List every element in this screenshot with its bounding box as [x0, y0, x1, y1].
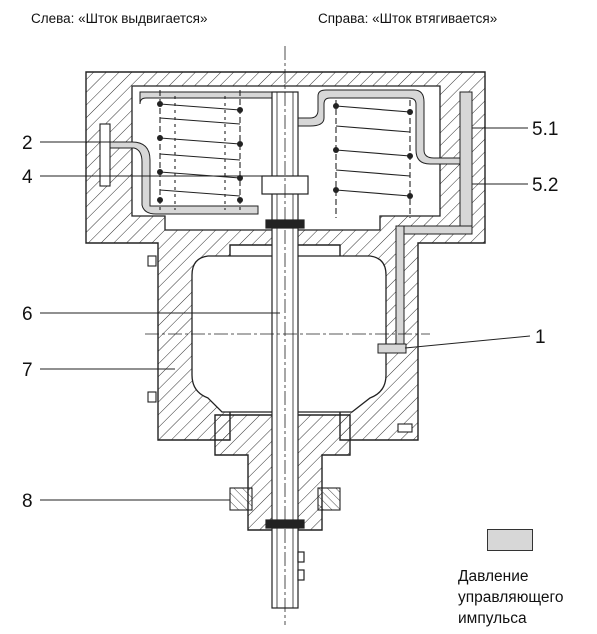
label-2: 2: [22, 133, 33, 154]
label-6: 6: [22, 304, 33, 325]
label-4: 4: [22, 167, 33, 188]
centerlines: [145, 46, 430, 625]
legend-line-1: Давление: [458, 568, 529, 585]
legend-line-2: управляющего: [458, 589, 564, 606]
lower-nut: [229, 487, 341, 511]
side-details: [99, 123, 413, 433]
leader-lines: [40, 127, 531, 501]
label-7: 7: [22, 360, 33, 381]
label-8: 8: [22, 491, 33, 512]
legend-pressure-swatch: [487, 529, 533, 551]
label-1: 1: [535, 327, 546, 348]
label-5-2: 5.2: [532, 175, 558, 196]
legend-text: Давление управляющего импульса: [458, 566, 588, 629]
diaphragm: [99, 89, 473, 354]
caption-right: Справа: «Шток втягивается»: [318, 11, 498, 26]
legend-line-3: импульса: [458, 610, 527, 627]
caption-left: Слева: «Шток выдвигается»: [31, 11, 208, 26]
spring-coils-left: [157, 101, 243, 203]
spring-coils-right: [333, 103, 413, 199]
label-5-1: 5.1: [532, 119, 558, 140]
